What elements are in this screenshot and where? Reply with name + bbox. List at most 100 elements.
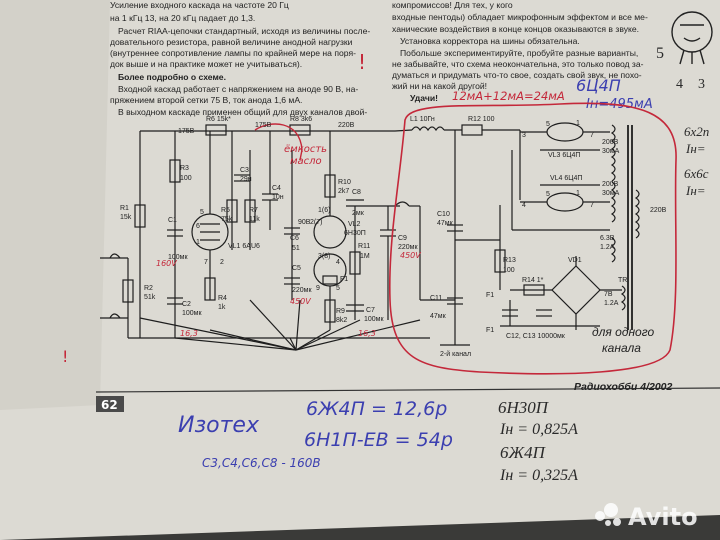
label: 75k (221, 216, 233, 223)
magazine-title: Радиохобби 4/2002 (574, 381, 673, 393)
label: VL1 6AU6 (228, 243, 260, 250)
footer-rule (95, 387, 720, 393)
resistor-r10 (324, 174, 336, 198)
label: 29н (240, 176, 252, 183)
label: 2k7 (338, 188, 349, 195)
label: R10 (338, 179, 351, 186)
label: C5 (292, 265, 301, 272)
resistor-r7 (244, 199, 256, 223)
handwriting-current-sum: 12мА+12мА=24мА (452, 89, 565, 103)
pin: 7 (204, 259, 208, 266)
pin: 1 (576, 120, 580, 127)
handwriting-edge: 6х2п (684, 124, 709, 139)
pin: 5 (200, 209, 204, 216)
paper-shadow (0, 0, 110, 410)
label: R5 (221, 207, 230, 214)
red-note: 16,3 (358, 329, 376, 338)
winding-6v3 (610, 237, 616, 263)
article-left-line: В выходном каскаде применен общий для дв… (118, 107, 367, 117)
pin: 5 (546, 121, 550, 128)
resistor-r1 (134, 204, 146, 228)
label: 10н (272, 194, 284, 201)
label: 2-й канал (440, 350, 471, 358)
watermark-dot (595, 511, 605, 521)
pin: 1 (196, 239, 200, 246)
choke-l1 (411, 126, 445, 132)
schematic-labels: R6 15k* R8 3k6 R12 100 L1 10Гн 175В 175В… (120, 116, 667, 358)
winding-200v-b (610, 181, 616, 223)
label: 100 (503, 267, 515, 274)
article-right-line: думаться и придумать что-то свое, создат… (392, 70, 642, 80)
label: R3 (180, 165, 189, 172)
resistor-r9 (324, 299, 336, 323)
label: C9 (398, 235, 407, 242)
label: 1.2А (600, 244, 615, 251)
pin: 6 (196, 223, 200, 230)
label: 100 (180, 175, 192, 182)
red-note: 450V (290, 297, 311, 306)
blue-note: 6Н1П-ЕВ = 54р (304, 429, 453, 451)
label: 1.2А (604, 300, 619, 307)
label: R8 3k6 (290, 116, 312, 123)
pin: 4 (336, 259, 340, 266)
resistor-r2 (122, 279, 134, 303)
article-right-line: входные пентоды) обладает микрофонным эф… (392, 12, 648, 22)
label: VL3 6Ц4П (548, 152, 580, 159)
label: R11 (358, 243, 370, 250)
red-note: 160V (156, 259, 177, 268)
article-left-line: Более подробно о схеме. (118, 72, 226, 82)
tube-note: 6Ж4П (500, 443, 547, 462)
article-left-line: довательного резистора, равной величине … (110, 37, 353, 47)
tube-pinout-sketch (671, 11, 713, 65)
label: C7 (366, 307, 375, 314)
label: 1k (218, 304, 226, 311)
label: F1 (486, 292, 494, 299)
article-right-line: ханические воздействия в конце концов ок… (392, 24, 639, 34)
winding-200v-a (610, 124, 616, 182)
fuse-f1 (322, 275, 338, 285)
article-left-line: Усиление входного каскада на частоте 20 … (110, 0, 289, 10)
label: R4 (218, 295, 227, 302)
label: 6Н30П (344, 230, 366, 237)
label: VL2 (348, 221, 361, 228)
per-channel-note: для одного (592, 325, 655, 339)
label: 200В (602, 181, 619, 188)
label: 7В (604, 291, 613, 298)
article-right-line: компромиссов! Для тех, у кого (392, 0, 513, 10)
schematic (100, 122, 640, 351)
article-right-line: жий ни на какой другой! (392, 81, 487, 91)
article-left-line: док выше и на практике может не учитыват… (110, 59, 302, 69)
tube-note: Iн = 0,325А (499, 467, 578, 484)
red-enclosure (388, 102, 677, 375)
watermark-dot (613, 518, 621, 526)
label: R9 (336, 308, 345, 315)
label: 1M (360, 253, 370, 260)
pin: 3(8) (318, 253, 330, 260)
label: F1 (340, 276, 348, 283)
pin-label: 3 (698, 77, 705, 92)
exclamation-mark: ! (62, 347, 68, 366)
resistor-r13 (494, 249, 506, 273)
label: C1 (168, 217, 177, 224)
label: 200В (602, 139, 619, 146)
per-channel-note: канала (602, 341, 641, 355)
pin-label: 5 (656, 45, 664, 62)
label: 47мк (430, 313, 447, 320)
label: 11k (249, 216, 260, 223)
pin: 1 (576, 190, 580, 197)
label: 175В (255, 122, 272, 129)
label: C3 (240, 167, 249, 174)
article-left-line: Расчет RIAA-цепочки стандартный, исходя … (118, 26, 370, 36)
article-left-line: пряжением второй сетки 75 В, ток анода 1… (110, 95, 302, 105)
label: C8 (352, 189, 361, 196)
page-number-box (96, 396, 124, 412)
label: R12 100 (468, 116, 495, 123)
watermark-text: Avito (628, 503, 698, 531)
label: 220мк (292, 287, 312, 294)
label: VD1 (568, 257, 582, 264)
article-right: компромиссов! Для тех, у кого входные пе… (392, 0, 648, 103)
pin: 5 (546, 191, 550, 198)
label: 30мА (602, 148, 620, 155)
article-right-line: не забывайте, что схема неокончательна, … (392, 59, 644, 69)
